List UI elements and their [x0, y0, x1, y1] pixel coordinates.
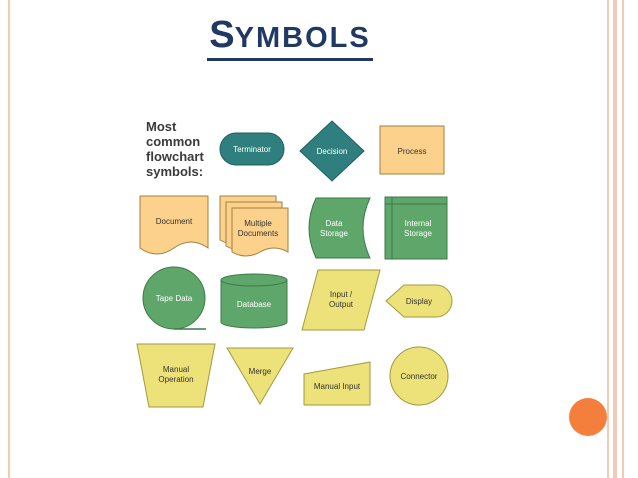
- multiple-documents-label-1: Multiple: [244, 219, 272, 228]
- manual-operation-label-1: Manual: [163, 365, 189, 374]
- process-symbol: Process: [379, 125, 445, 175]
- page-title: SYMBOLS: [0, 14, 580, 61]
- display-symbol: Display: [385, 284, 453, 318]
- input-output-label-2: Output: [329, 300, 354, 309]
- data-storage-label-1: Data: [326, 219, 343, 228]
- manual-input-symbol: Manual Input: [303, 361, 371, 406]
- multiple-documents-label-2: Documents: [238, 229, 278, 238]
- terminator-label: Terminator: [233, 145, 271, 154]
- manual-operation-symbol: Manual Operation: [136, 343, 216, 408]
- database-symbol: Database: [220, 273, 288, 329]
- internal-storage-label-1: Internal: [405, 219, 432, 228]
- data-storage-symbol: Data Storage: [308, 197, 371, 259]
- terminator-symbol: Terminator: [219, 132, 285, 166]
- display-label: Display: [406, 297, 432, 306]
- decorative-orange-circle: [569, 398, 607, 436]
- input-output-symbol: Input / Output: [301, 269, 381, 331]
- decision-symbol: Decision: [299, 120, 365, 182]
- document-symbol: Document: [139, 195, 209, 255]
- manual-input-label: Manual Input: [314, 382, 361, 391]
- database-label: Database: [237, 300, 272, 309]
- tape-data-label: Tape Data: [156, 294, 193, 303]
- manual-operation-label-2: Operation: [158, 375, 193, 384]
- connector-symbol: Connector: [389, 346, 449, 406]
- internal-storage-symbol: Internal Storage: [384, 196, 448, 260]
- document-label: Document: [156, 217, 193, 226]
- title-rest: YMBOLS: [234, 22, 371, 54]
- title-first-letter: S: [209, 14, 235, 56]
- merge-label: Merge: [249, 367, 272, 376]
- tape-data-symbol: Tape Data: [142, 266, 206, 330]
- merge-symbol: Merge: [226, 347, 294, 405]
- multiple-documents-symbol: Multiple Documents: [219, 195, 289, 257]
- right-border-1: [607, 0, 609, 478]
- data-storage-label-2: Storage: [320, 229, 349, 238]
- legend-text: Most common flowchart symbols:: [146, 119, 204, 179]
- internal-storage-label-2: Storage: [404, 229, 433, 238]
- decision-label: Decision: [317, 147, 348, 156]
- left-border: [8, 0, 10, 478]
- input-output-label-1: Input /: [330, 290, 353, 299]
- connector-label: Connector: [401, 372, 438, 381]
- right-border-3: [622, 0, 624, 478]
- right-border-2: [613, 0, 617, 478]
- process-label: Process: [398, 147, 427, 156]
